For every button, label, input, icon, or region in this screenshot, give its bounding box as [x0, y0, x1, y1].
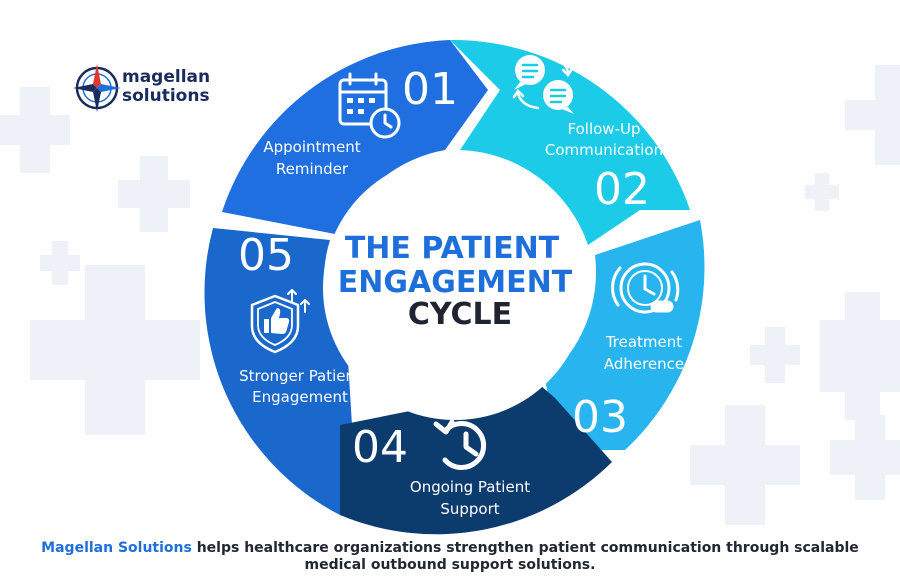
center-title-line1: THE PATIENT — [345, 231, 560, 266]
footer-text1: helps healthcare organizations strengthe… — [191, 540, 859, 556]
footer-caption: Magellan Solutions helps healthcare orga… — [0, 540, 900, 574]
center-title-line3: CYCLE — [408, 297, 512, 332]
brand-line1: magellan — [122, 67, 211, 87]
step-label-05-line2: Engagement — [252, 388, 348, 406]
step-number-03: 03 — [572, 392, 628, 443]
step-label-02-line2: Communication — [545, 141, 663, 159]
history-icon — [433, 419, 487, 471]
step-label-05-line1: Stronger Patient — [239, 367, 361, 385]
compass-logo-icon — [73, 64, 121, 112]
footer-line1: Magellan Solutions helps healthcare orga… — [0, 540, 900, 557]
center-title-line2: ENGAGEMENT — [338, 265, 573, 300]
footer-brand: Magellan Solutions — [41, 540, 192, 556]
cross-decoration — [830, 415, 900, 500]
cross-decoration — [30, 265, 200, 435]
chat-exchange-icon — [512, 55, 574, 114]
segment-02 — [450, 39, 690, 246]
cross-decoration — [750, 327, 800, 383]
brand-logo: magellan solutions — [72, 64, 232, 116]
cross-decoration — [820, 292, 900, 420]
step-number-04: 04 — [352, 422, 408, 473]
cross-decoration — [118, 156, 190, 232]
step-label-01-line2: Reminder — [276, 160, 349, 178]
brand-wordmark: magellan solutions — [122, 68, 210, 106]
segment-01 — [222, 40, 488, 235]
calendar-clock-icon — [338, 72, 401, 139]
clock-pill-icon — [611, 262, 680, 314]
segment-03 — [545, 220, 705, 450]
step-label-04-line1: Ongoing Patient — [410, 478, 530, 496]
cross-decoration — [40, 241, 80, 285]
shield-thumbs-up-icon — [250, 289, 310, 354]
center-title: THE PATIENT ENGAGEMENT CYCLE — [338, 231, 573, 332]
brand-line2: solutions — [122, 86, 210, 106]
cross-decoration — [0, 87, 70, 173]
step-labels: Appointment Reminder Follow-Up Communica… — [239, 120, 684, 518]
segment-05 — [204, 228, 352, 515]
cross-decoration — [805, 173, 839, 211]
step-label-01-line1: Appointment — [263, 138, 360, 156]
center-circle — [323, 156, 587, 420]
footer-line2: medical outbound support solutions. — [304, 557, 596, 573]
cross-decoration — [690, 405, 800, 525]
step-label-02-line1: Follow-Up — [568, 120, 641, 138]
step-numbers: 01 02 03 04 05 — [238, 64, 650, 473]
step-label-03-line2: Adherence — [604, 355, 684, 373]
step-label-04-line2: Support — [440, 500, 499, 518]
step-number-01: 01 — [402, 64, 458, 115]
step-number-05: 05 — [238, 230, 294, 281]
step-label-03-line1: Treatment — [605, 333, 682, 351]
cross-decoration — [845, 65, 900, 165]
cycle-segments — [204, 39, 705, 535]
background-crosses — [0, 65, 900, 525]
step-number-02: 02 — [594, 164, 650, 215]
